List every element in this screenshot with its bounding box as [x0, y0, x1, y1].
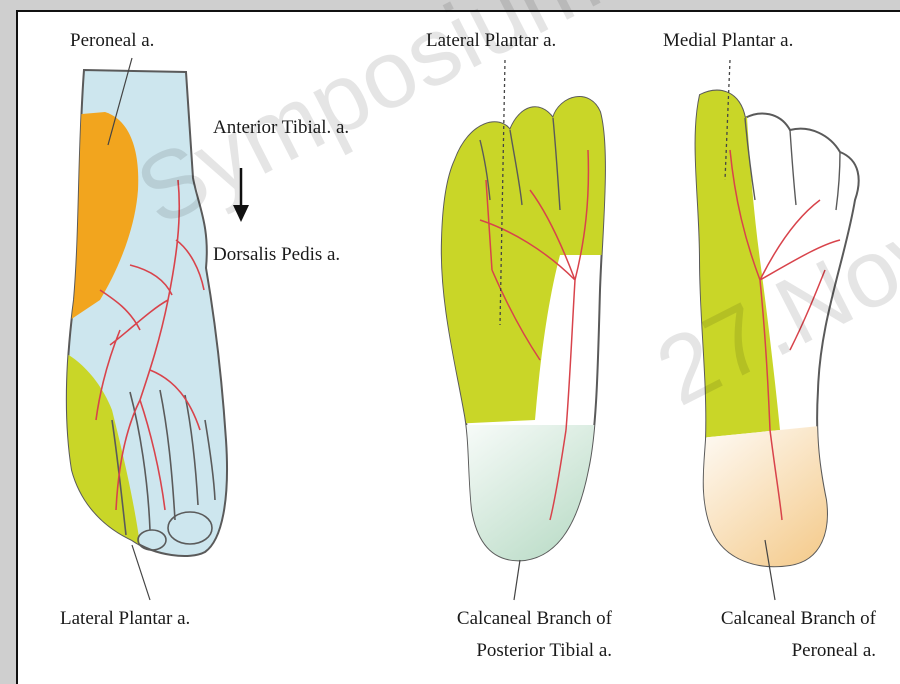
dorsal-foot — [60, 70, 227, 560]
label-peroneal: Peroneal a. — [70, 30, 154, 52]
label-dorsalis-pedis: Dorsalis Pedis a. — [213, 244, 340, 266]
label-lateral-plantar-bottom: Lateral Plantar a. — [60, 608, 190, 630]
plantar-foot-peroneal — [680, 60, 870, 600]
arrow-down-icon — [233, 168, 249, 222]
label-calcaneal-peroneal-1: Calcaneal Branch of — [630, 608, 876, 630]
label-anterior-tibial: Anterior Tibial. a. — [213, 117, 349, 139]
leader-lateral-plantar — [132, 545, 150, 600]
posterior-tibial-calcaneal-region — [430, 425, 630, 575]
label-lateral-plantar-top: Lateral Plantar a. — [426, 30, 556, 52]
label-calcaneal-posterior-tibial-1: Calcaneal Branch of — [380, 608, 612, 630]
label-calcaneal-peroneal-2: Peroneal a. — [630, 640, 876, 662]
plantar-foot-posterior-tibial — [430, 60, 630, 600]
label-medial-plantar: Medial Plantar a. — [663, 30, 793, 52]
label-calcaneal-posterior-tibial-2: Posterior Tibial a. — [380, 640, 612, 662]
peroneal-calcaneal-region — [680, 425, 870, 580]
